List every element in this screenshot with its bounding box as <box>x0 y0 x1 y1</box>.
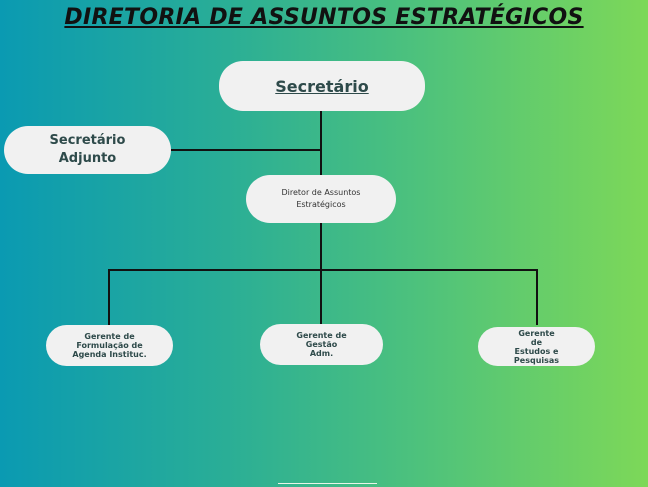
diagram-title: DIRETORIA DE ASSUNTOS ESTRATÉGICOS <box>64 5 584 30</box>
connector-gerente-estudos <box>536 269 538 325</box>
node-gerente-formulacao-label: Gerente de Formulação de Agenda Instituc… <box>72 332 147 359</box>
node-secretario-label: Secretário <box>275 76 369 96</box>
connector-secretario-diretor <box>320 111 322 175</box>
node-gerente-gestao[interactable]: Gerente de Gestão Adm. <box>260 324 383 365</box>
node-diretor[interactable]: Diretor de Assuntos Estratégicos <box>246 175 396 223</box>
node-gerente-formulacao[interactable]: Gerente de Formulação de Agenda Instituc… <box>46 325 173 366</box>
node-gerente-estudos[interactable]: Gerente de Estudos e Pesquisas <box>478 327 595 366</box>
connector-gerente-formulacao <box>108 269 110 325</box>
connector-gerente-gestao <box>320 269 322 324</box>
node-secretario[interactable]: Secretário <box>219 61 425 111</box>
connector-gerentes-horizontal <box>108 269 538 271</box>
connector-adjunto <box>171 149 321 151</box>
connector-diretor-down <box>320 223 322 270</box>
node-diretor-label: Diretor de Assuntos Estratégicos <box>281 188 361 209</box>
node-adjunto-label: Secretário Adjunto <box>49 133 126 166</box>
node-secretario-adjunto[interactable]: Secretário Adjunto <box>4 126 171 174</box>
bottom-divider <box>278 483 377 484</box>
node-gerente-estudos-label: Gerente de Estudos e Pesquisas <box>513 328 560 365</box>
node-gerente-gestao-label: Gerente de Gestão Adm. <box>296 331 347 358</box>
